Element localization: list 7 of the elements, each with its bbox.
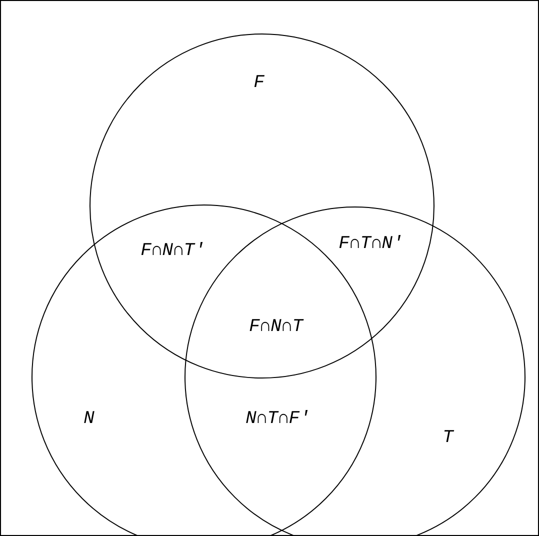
intersection-label: N∩T∩F′ [246, 410, 310, 428]
intersection-label: F∩N∩T [249, 318, 303, 336]
intersection-label: F∩N∩T′ [140, 242, 206, 260]
intersection-label: F∩T∩N′ [338, 235, 404, 253]
set-label: F [254, 74, 264, 92]
set-label: N [84, 410, 94, 428]
set-label: T [442, 429, 454, 447]
